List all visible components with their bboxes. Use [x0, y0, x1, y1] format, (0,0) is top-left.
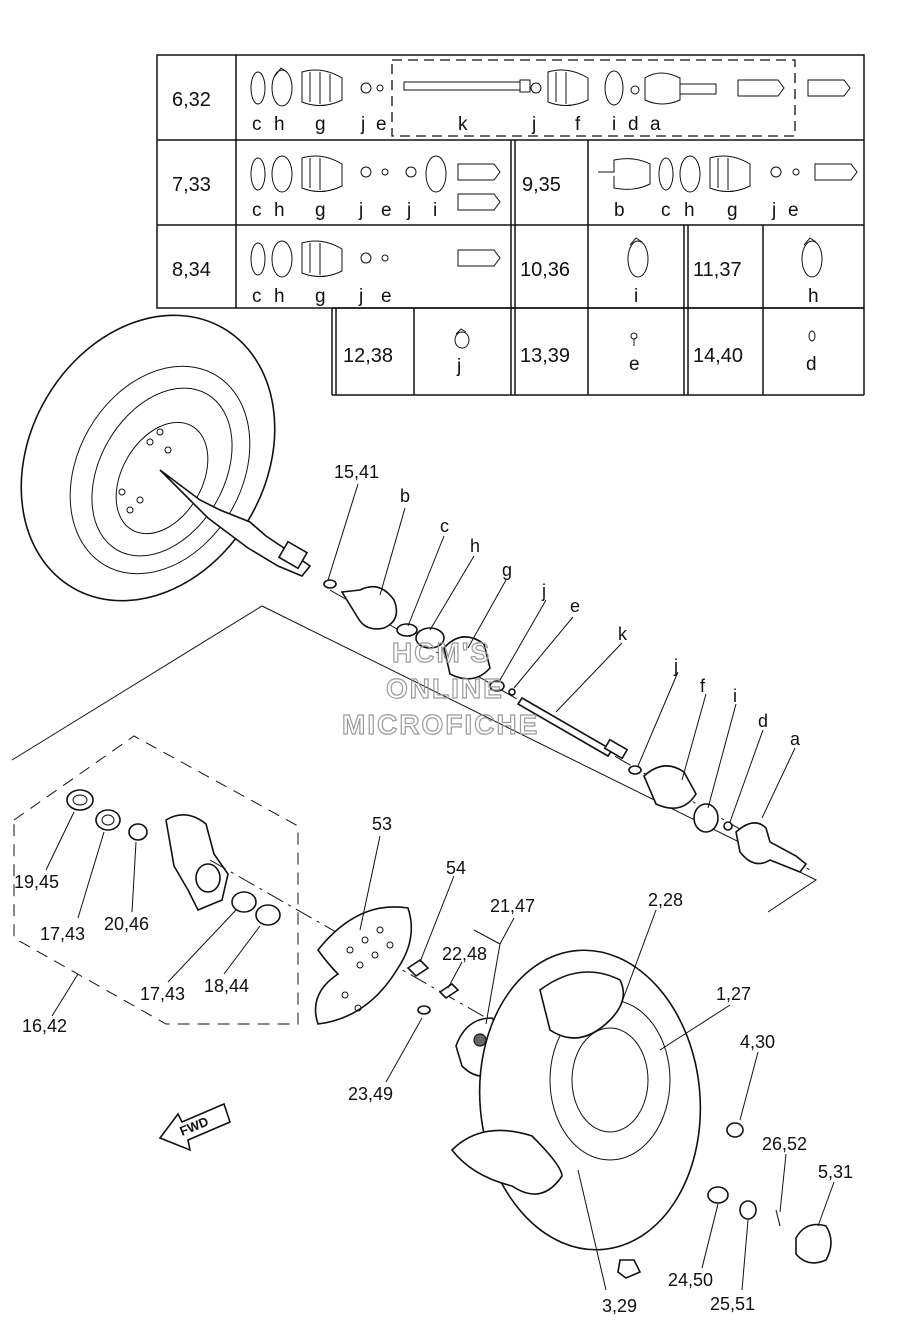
- row1-letter: j: [360, 114, 365, 135]
- row3-letter: j: [358, 286, 363, 307]
- row3-cell2-ref: 11,37: [693, 259, 742, 281]
- front-tire-assembly: [20, 314, 312, 602]
- row1-letter: e: [376, 114, 387, 135]
- row3-ref: 8,34: [172, 259, 211, 281]
- callout-26-52: 26,52: [762, 1134, 807, 1154]
- row1-ref: 6,32: [172, 89, 211, 111]
- row2-letter: h: [684, 200, 695, 221]
- fwd-arrow-icon: FWD: [158, 1102, 231, 1152]
- callout-d: d: [758, 711, 768, 731]
- row2-letter: i: [433, 200, 437, 221]
- drive-shaft-assembly: [11, 579, 817, 913]
- brake-disc: [314, 906, 413, 1025]
- callout-15-41: 15,41: [334, 462, 379, 482]
- callout-4-30: 4,30: [740, 1032, 775, 1052]
- row1-letter: h: [274, 114, 285, 135]
- row1-letter: d: [628, 114, 639, 135]
- wheel-rim: [450, 949, 832, 1279]
- callout-1-27: 1,27: [716, 984, 751, 1004]
- callout-19-45: 19,45: [14, 872, 59, 892]
- row2-letter: c: [661, 200, 671, 221]
- row4-letters: j e d: [456, 354, 817, 377]
- callout-f: f: [700, 676, 706, 696]
- row2b-ref: 9,35: [522, 174, 561, 196]
- row2-letter: j: [406, 200, 411, 221]
- table-part-icons: [250, 67, 858, 349]
- row2-letter: c: [252, 200, 262, 221]
- row3-letter: c: [252, 286, 262, 307]
- row4-letter: e: [629, 354, 640, 375]
- row1-letter: k: [458, 114, 468, 135]
- row1-letter: a: [650, 114, 661, 135]
- callout-j: j: [673, 656, 678, 676]
- callout-24-50: 24,50: [668, 1270, 713, 1290]
- callout-a: a: [790, 729, 801, 749]
- row2-letter: j: [771, 200, 776, 221]
- callout-b: b: [400, 486, 410, 506]
- row2-letter: g: [315, 200, 326, 221]
- callout-54: 54: [446, 858, 466, 878]
- callout-labels: 15,41 b c h g j e k j f i d a 53 54 21,4…: [14, 462, 853, 1316]
- leader-lines: [45, 483, 835, 1291]
- row2-letter: e: [788, 200, 799, 221]
- callout-23-49: 23,49: [348, 1084, 393, 1104]
- kit-table: [156, 54, 865, 396]
- row1-letter: c: [252, 114, 262, 135]
- callout-c: c: [440, 516, 449, 536]
- watermark-line: MICROFICHE: [342, 709, 539, 740]
- row2-letter: b: [614, 200, 625, 221]
- row2-ref: 7,33: [172, 174, 211, 196]
- callout-18-44: 18,44: [204, 976, 249, 996]
- row1-letter: g: [315, 114, 326, 135]
- row1-letters: c h g j e k j f i d a: [252, 114, 661, 135]
- row3-letter: h: [808, 286, 819, 307]
- row1-letter: i: [612, 114, 616, 135]
- callout-16-42: 16,42: [22, 1016, 67, 1036]
- row4-cell1-ref: 12,38: [343, 345, 393, 367]
- callout-3-29: 3,29: [602, 1296, 637, 1316]
- callout-j: j: [541, 581, 546, 601]
- watermark-line: HCM'S: [392, 637, 491, 668]
- row3-cell1-ref: 10,36: [520, 259, 570, 281]
- row3-letters: c h g j e i h: [252, 286, 819, 307]
- row1-letter: j: [531, 114, 536, 135]
- watermark-line: ONLINE: [386, 673, 504, 704]
- row4-cell3-ref: 14,40: [693, 345, 743, 367]
- callout-20-46: 20,46: [104, 914, 149, 934]
- knuckle-assembly: [13, 735, 561, 1061]
- watermark: HCM'S ONLINE MICROFICHE: [341, 636, 539, 740]
- row3-letter: i: [634, 286, 638, 307]
- row3-letter: e: [381, 286, 392, 307]
- callout-k: k: [618, 624, 628, 644]
- row2-letter: h: [274, 200, 285, 221]
- row2-letter: j: [358, 200, 363, 221]
- row3-letter: h: [274, 286, 285, 307]
- callout-53: 53: [372, 814, 392, 834]
- callout-2-28: 2,28: [648, 890, 683, 910]
- callout-i: i: [733, 686, 737, 706]
- row2-letter: g: [727, 200, 738, 221]
- callout-17-43: 17,43: [140, 984, 185, 1004]
- callout-17-43: 17,43: [40, 924, 85, 944]
- callout-22-48: 22,48: [442, 944, 487, 964]
- row4-letter: j: [456, 356, 461, 377]
- callout-e: e: [570, 596, 580, 616]
- row3-letter: g: [315, 286, 326, 307]
- row4-letter: d: [806, 354, 817, 375]
- row2-letter: e: [381, 200, 392, 221]
- row1-letter: f: [575, 114, 581, 135]
- callout-21-47: 21,47: [490, 896, 535, 916]
- callout-h: h: [470, 536, 480, 556]
- callout-g: g: [502, 560, 512, 580]
- callout-25-51: 25,51: [710, 1294, 755, 1314]
- row4-cell2-ref: 13,39: [520, 345, 570, 367]
- callout-5-31: 5,31: [818, 1162, 853, 1182]
- row2-letters: c h g j e j i b c h g j e: [252, 200, 799, 221]
